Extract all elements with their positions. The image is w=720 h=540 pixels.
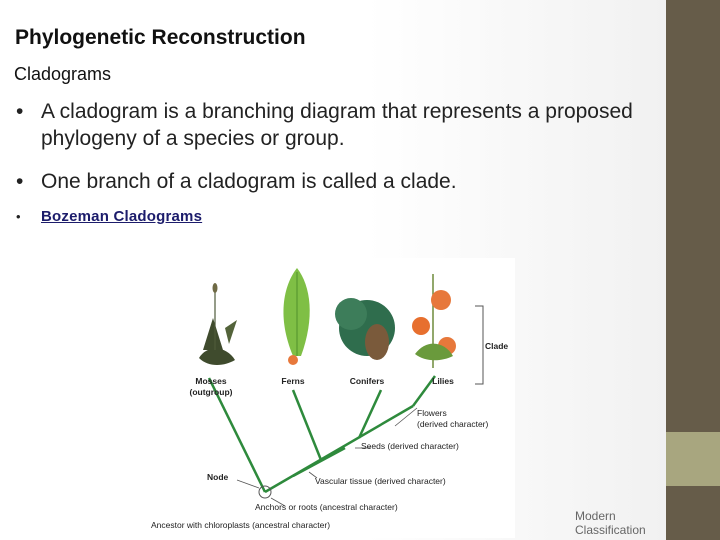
slide-subtitle: Cladograms: [14, 64, 112, 84]
flowers-note: (derived character): [417, 419, 489, 429]
node-marker: [258, 485, 272, 499]
pointer-lines: [236, 407, 418, 507]
slide-title: Phylogenetic Reconstruction: [15, 26, 306, 49]
branch-conifers: [357, 389, 383, 439]
conifer-illustration: [335, 298, 395, 360]
bullet-item: • One branch of a cladogram is called a c…: [14, 168, 654, 195]
conifers-label: Conifers: [350, 376, 385, 386]
ferns-label: Ferns: [281, 376, 304, 386]
side-bar-bottom: [666, 486, 720, 540]
slide: Phylogenetic Reconstruction Cladograms •…: [0, 0, 666, 540]
bullet-dot: •: [16, 100, 24, 123]
clade-label: Clade: [485, 341, 508, 351]
bullet-list: • A cladogram is a branching diagram that…: [14, 98, 654, 230]
branch-mosses: [207, 377, 267, 493]
ancestor-label: Ancestor with chloroplasts (ancestral ch…: [151, 520, 330, 530]
mosses-label: Mosses: [195, 376, 226, 386]
cladogram-figure: Clade Mosses (outgroup) Ferns Conifers L…: [145, 258, 515, 538]
anchors-label: Anchors or roots (ancestral character): [255, 502, 398, 512]
side-bar: [666, 0, 720, 432]
bullet-item: • Bozeman Cladograms: [14, 203, 654, 230]
bullet-text: One branch of a cladogram is called a cl…: [41, 170, 457, 193]
bullet-text: A cladogram is a branching diagram that …: [41, 100, 633, 150]
cladogram-svg: Clade Mosses (outgroup) Ferns Conifers L…: [151, 268, 508, 530]
branch-lilies: [411, 375, 437, 407]
node-label: Node: [207, 472, 229, 482]
branch-main-upper: [292, 446, 346, 478]
bullet-dot: •: [16, 209, 21, 224]
footer-text: Modern Classification: [575, 509, 646, 537]
vascular-label: Vascular tissue (derived character): [315, 476, 446, 486]
flowers-label: Flowers: [417, 408, 447, 418]
seeds-label: Seeds (derived character): [361, 441, 459, 451]
cladogram-branches: [207, 375, 437, 494]
bullet-dot: •: [16, 170, 24, 193]
lilies-label: Lilies: [432, 376, 454, 386]
side-bar-accent: [666, 432, 720, 486]
moss-illustration: [199, 283, 237, 365]
clade-bracket: [475, 305, 484, 385]
bozeman-cladograms-link[interactable]: Bozeman Cladograms: [41, 208, 203, 225]
bullet-item: • A cladogram is a branching diagram that…: [14, 98, 654, 152]
lily-illustration: [412, 274, 456, 368]
branch-main: [264, 404, 414, 494]
branch-ferns: [291, 389, 323, 461]
outgroup-label: (outgroup): [190, 387, 233, 397]
fern-illustration: [283, 268, 310, 365]
